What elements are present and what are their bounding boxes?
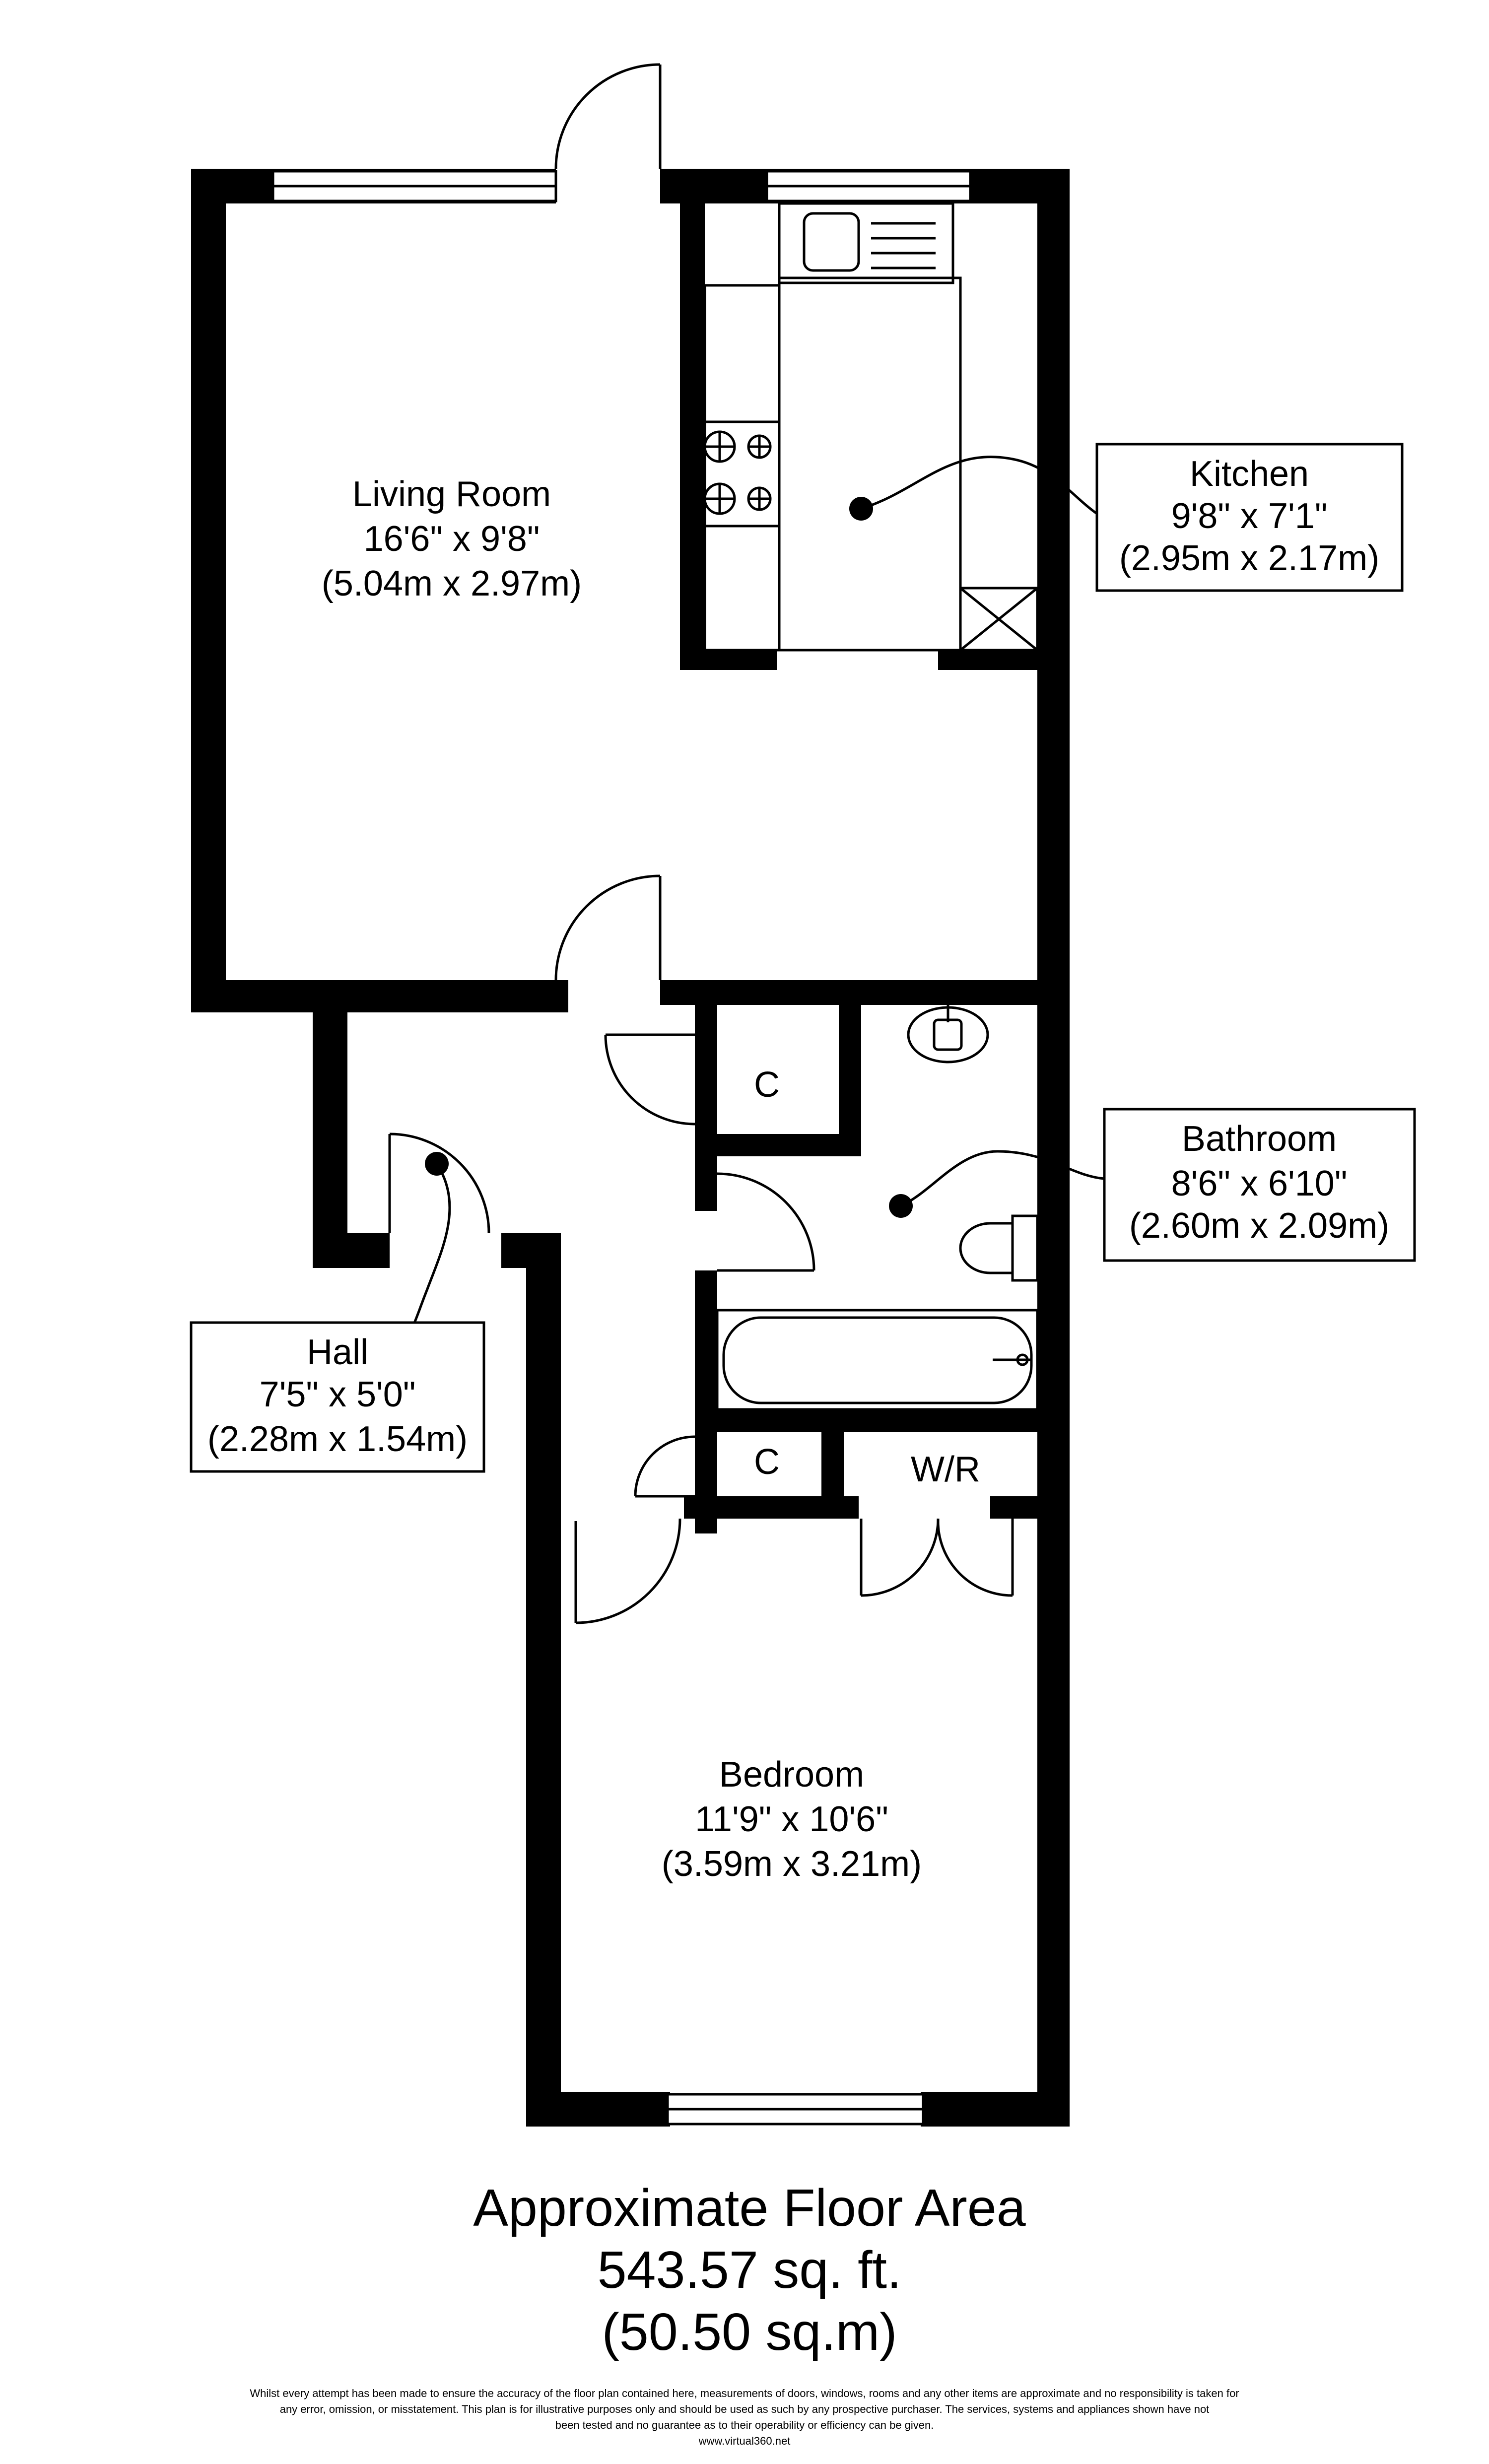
bathroom-name: Bathroom <box>1182 1119 1337 1159</box>
floor-area-sqm: (50.50 sq.m) <box>602 2303 897 2361</box>
bathroom-door <box>717 1172 815 1272</box>
entrance-door <box>554 63 662 169</box>
living-room-door <box>554 874 662 981</box>
window-kitchen <box>765 170 972 202</box>
disclaimer-line-1: Whilst every attempt has been made to en… <box>250 2387 1239 2399</box>
bedroom-metric: (3.59m x 3.21m) <box>662 1844 922 1884</box>
floor-area-title: Approximate Floor Area <box>473 2179 1026 2237</box>
leader-lines <box>401 456 1105 1343</box>
window-living-room <box>271 170 557 202</box>
lower-cupboard-label: C <box>754 1442 780 1482</box>
wardrobe-label: W/R <box>911 1450 980 1489</box>
kitchen-imperial: 9'8" x 7'1" <box>1171 496 1328 536</box>
boiler-icon <box>959 587 1039 652</box>
window-bedroom <box>666 2093 925 2126</box>
front-door <box>388 1132 490 1234</box>
disclaimer-line-2: any error, omission, or misstatement. Th… <box>280 2403 1210 2415</box>
living-room-metric: (5.04m x 2.97m) <box>322 564 582 603</box>
living-room-label: Living Room 16'6" x 9'8" (5.04m x 2.97m) <box>322 474 582 603</box>
bedroom-label: Bedroom 11'9" x 10'6" (3.59m x 3.21m) <box>662 1755 922 1884</box>
living-room-name: Living Room <box>352 474 551 514</box>
upper-cupboard-door <box>604 1033 695 1126</box>
walls <box>191 169 1070 2127</box>
kitchen-name: Kitchen <box>1190 454 1309 494</box>
disclaimer: Whilst every attempt has been made to en… <box>250 2387 1239 2447</box>
floor-area: Approximate Floor Area 543.57 sq. ft. (5… <box>473 2179 1026 2361</box>
bathroom-label: Bathroom 8'6" x 6'10" (2.60m x 2.09m) <box>1103 1108 1416 1262</box>
bathroom-imperial: 8'6" x 6'10" <box>1171 1164 1348 1203</box>
hall-label: Hall 7'5" x 5'0" (2.28m x 1.54m) <box>190 1321 485 1473</box>
sink-icon <box>803 212 936 272</box>
hall-metric: (2.28m x 1.54m) <box>207 1419 468 1459</box>
fixtures <box>703 202 1039 1411</box>
kitchen-label: Kitchen 9'8" x 7'1" (2.95m x 2.17m) <box>1095 443 1404 592</box>
doors <box>388 63 1014 1624</box>
wardrobe-doors <box>860 1518 1014 1597</box>
bedroom-name: Bedroom <box>719 1755 864 1795</box>
bathroom-metric: (2.60m x 2.09m) <box>1129 1206 1389 1246</box>
website-link[interactable]: www.virtual360.net <box>698 2435 791 2447</box>
hall-name: Hall <box>307 1332 368 1372</box>
disclaimer-line-3: been tested and no guarantee as to their… <box>555 2419 934 2431</box>
toilet-icon <box>959 1214 1039 1282</box>
windows <box>271 170 972 2126</box>
upper-cupboard-label: C <box>754 1065 780 1105</box>
bath-icon <box>716 1309 1039 1411</box>
bedroom-door <box>574 1518 681 1624</box>
bedroom-imperial: 11'9" x 10'6" <box>695 1799 888 1839</box>
floor-area-sqft: 543.57 sq. ft. <box>598 2241 902 2299</box>
living-room-imperial: 16'6" x 9'8" <box>364 519 540 559</box>
lower-cupboard-door <box>634 1435 695 1498</box>
hob-icon <box>703 420 781 528</box>
basin-icon <box>907 1005 989 1064</box>
hall-imperial: 7'5" x 5'0" <box>260 1375 416 1414</box>
kitchen-metric: (2.95m x 2.17m) <box>1119 538 1379 578</box>
